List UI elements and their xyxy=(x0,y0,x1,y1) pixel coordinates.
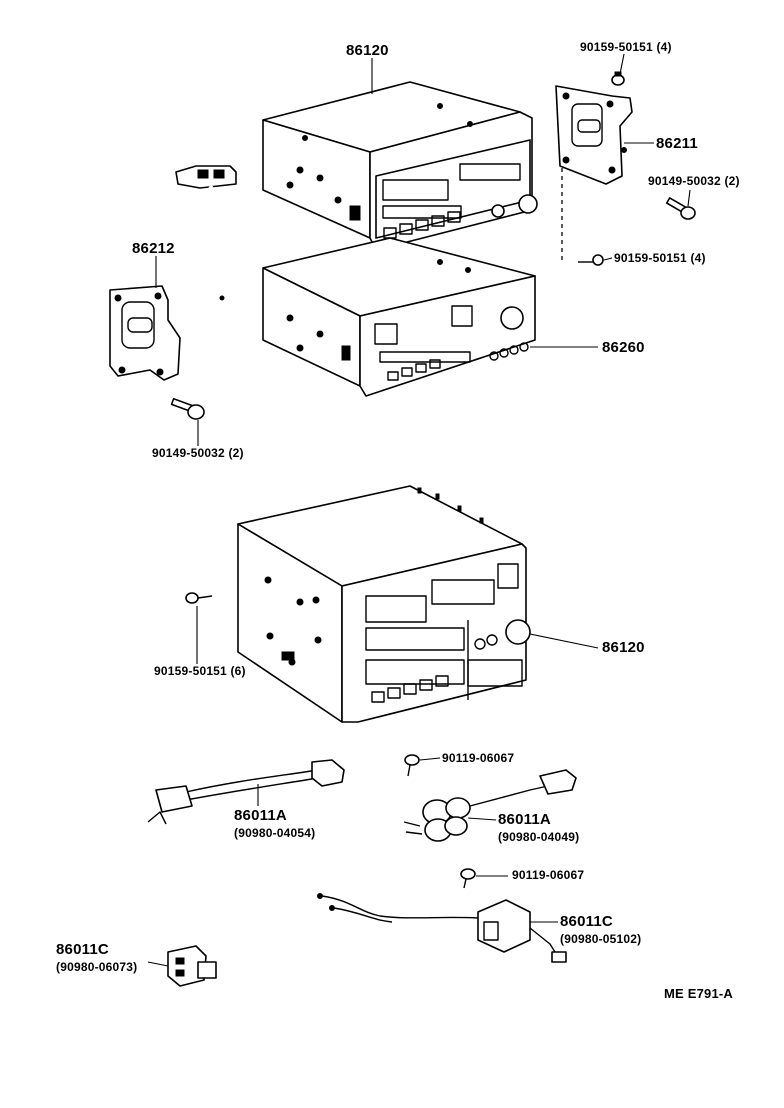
screw-bottom-1-icon xyxy=(404,754,420,777)
label-radio-top: 86120 xyxy=(346,42,389,59)
label-screw-bottom-2: 90119-06067 xyxy=(512,868,585,882)
label-harness-c1: 86011C xyxy=(560,913,613,930)
label-harness-a2: 86011A xyxy=(498,811,551,828)
harness-86011a-left xyxy=(147,759,345,825)
radio-unit-top xyxy=(262,81,538,251)
bracket-right-86211 xyxy=(555,85,633,262)
label-screw-mid-right: 90159-50151 (4) xyxy=(614,251,706,265)
label-bolt-right: 90149-50032 (2) xyxy=(648,174,740,188)
bolt-right-icon xyxy=(665,197,696,220)
label-screw-left: 90159-50151 (6) xyxy=(154,664,246,678)
harness-86011a-right xyxy=(403,769,577,842)
screw-left-icon xyxy=(185,592,213,604)
label-harness-a1: 86011A xyxy=(234,807,287,824)
label-harness-c1-sub: (90980-05102) xyxy=(560,932,642,946)
label-bracket-left: 86212 xyxy=(132,240,175,257)
screw-bottom-2-icon xyxy=(460,868,476,889)
label-screw-bottom-1: 90119-06067 xyxy=(442,751,515,765)
harness-86011c-right xyxy=(317,893,567,963)
label-screw-top-right: 90159-50151 (4) xyxy=(580,40,672,54)
label-harness-c2-sub: (90980-06073) xyxy=(56,960,138,974)
label-harness-a1-sub: (90980-04054) xyxy=(234,826,316,840)
tape-player-unit xyxy=(219,237,536,397)
label-tape-player: 86260 xyxy=(602,339,645,356)
screw-top-right-icon xyxy=(611,71,625,86)
label-bolt-left: 90149-50032 (2) xyxy=(152,446,244,460)
label-bracket-right: 86211 xyxy=(656,135,698,152)
label-harness-a2-sub: (90980-04049) xyxy=(498,830,580,844)
harness-86011c-left xyxy=(167,945,217,987)
leader-lines xyxy=(147,53,691,967)
diagram-code: ME E791-A xyxy=(664,986,733,1001)
label-radio-bottom: 86120 xyxy=(602,639,645,656)
label-harness-c2: 86011C xyxy=(56,941,109,958)
screw-mid-right-icon xyxy=(578,254,604,266)
bracket-left-86212 xyxy=(109,285,181,381)
radio-unit-bottom xyxy=(237,485,531,723)
bolt-left-icon xyxy=(170,397,205,420)
